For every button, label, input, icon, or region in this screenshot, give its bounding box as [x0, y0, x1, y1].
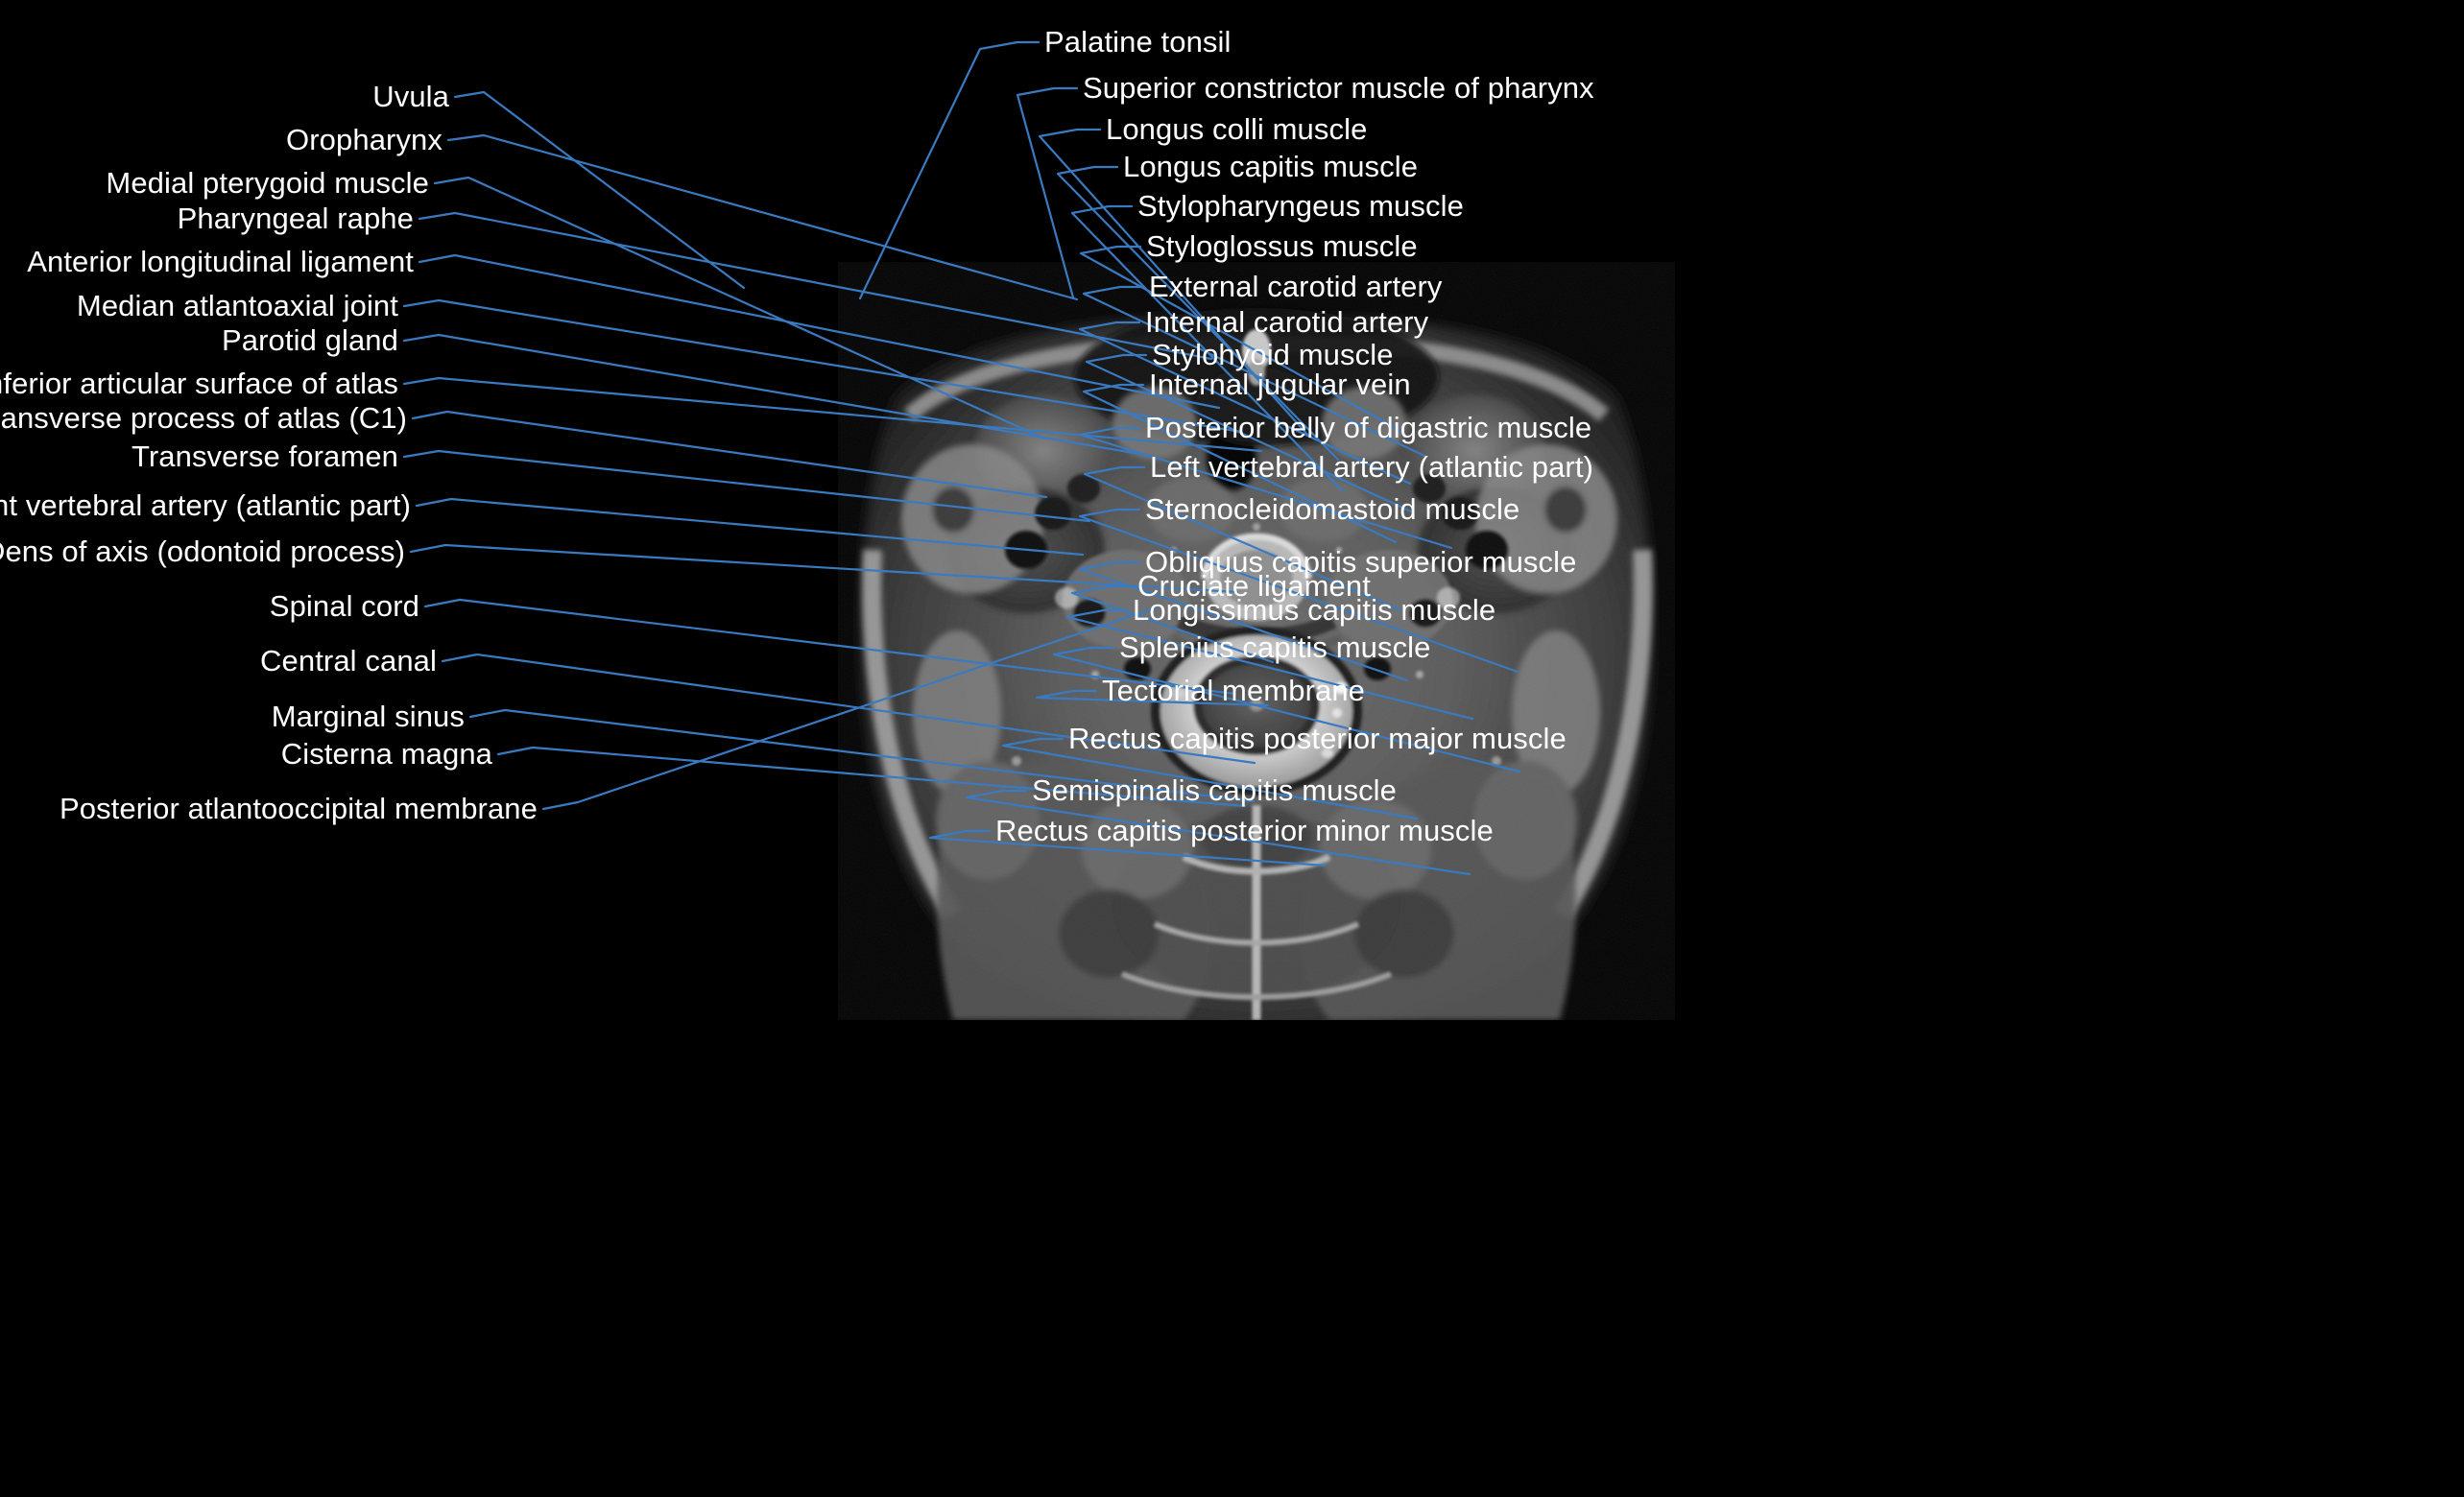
label-stylopharyngeus-muscle: Stylopharyngeus muscle	[1137, 189, 1464, 223]
label-cisterna-magna: Cisterna magna	[280, 737, 492, 771]
leader-line-palatine-tonsil	[858, 40, 1041, 300]
label-right-vertebral-artery-atlantic-part: Right vertebral artery (atlantic part)	[0, 488, 411, 522]
label-inferior-articular-surface-of-atlas: Inferior articular surface of atlas	[0, 367, 398, 400]
label-splenius-capitis-muscle: Splenius capitis muscle	[1119, 630, 1431, 664]
label-internal-jugular-vein: Internal jugular vein	[1149, 368, 1411, 401]
label-oropharynx: Oropharynx	[286, 123, 443, 156]
label-obliquus-capitis-superior-muscle: Obliquus capitis superior muscle	[1145, 545, 1577, 579]
label-rectus-capitis-posterior-minor-muscle: Rectus capitis posterior minor muscle	[995, 814, 1494, 847]
label-transverse-foramen: Transverse foramen	[131, 440, 398, 473]
label-anterior-longitudinal-ligament: Anterior longitudinal ligament	[27, 245, 414, 278]
label-cruciate-ligament: Cruciate ligament	[1137, 569, 1371, 603]
label-external-carotid-artery: External carotid artery	[1149, 270, 1443, 303]
label-longus-colli-muscle: Longus colli muscle	[1106, 112, 1368, 146]
label-longissimus-capitis-muscle: Longissimus capitis muscle	[1133, 593, 1496, 627]
label-transverse-process-of-atlas-c1: Transverse process of atlas (C1)	[0, 401, 407, 435]
label-central-canal: Central canal	[260, 644, 437, 677]
label-dens-of-axis-odontoid-process: Dens of axis (odontoid process)	[0, 535, 405, 568]
label-stylohyoid-muscle: Stylohyoid muscle	[1152, 338, 1394, 371]
label-internal-carotid-artery: Internal carotid artery	[1145, 305, 1429, 339]
label-medial-pterygoid-muscle: Medial pterygoid muscle	[106, 166, 429, 200]
label-median-atlantoaxial-joint: Median atlantoaxial joint	[76, 289, 398, 322]
label-uvula: Uvula	[372, 80, 449, 113]
label-parotid-gland: Parotid gland	[222, 323, 398, 357]
label-posterior-atlantooccipital-membrane: Posterior atlantooccipital membrane	[59, 792, 538, 825]
label-marginal-sinus: Marginal sinus	[271, 700, 465, 733]
label-palatine-tonsil: Palatine tonsil	[1044, 25, 1232, 59]
label-posterior-belly-of-digastric-muscle: Posterior belly of digastric muscle	[1145, 411, 1592, 444]
leader-line-uvula	[453, 90, 746, 290]
label-sternocleidomastoid-muscle: Sternocleidomastoid muscle	[1145, 492, 1520, 526]
label-longus-capitis-muscle: Longus capitis muscle	[1123, 150, 1419, 183]
label-spinal-cord: Spinal cord	[269, 589, 419, 623]
label-semispinalis-capitis-muscle: Semispinalis capitis muscle	[1032, 773, 1397, 807]
label-rectus-capitis-posterior-major-muscle: Rectus capitis posterior major muscle	[1068, 722, 1567, 755]
label-tectorial-membrane: Tectorial membrane	[1102, 674, 1366, 707]
label-left-vertebral-artery-atlantic-part: Left vertebral artery (atlantic part)	[1150, 450, 1593, 484]
label-superior-constrictor-muscle-of-pharynx: Superior constrictor muscle of pharynx	[1083, 71, 1594, 105]
label-pharyngeal-raphe: Pharyngeal raphe	[177, 202, 414, 235]
label-styloglossus-muscle: Styloglossus muscle	[1146, 229, 1418, 263]
